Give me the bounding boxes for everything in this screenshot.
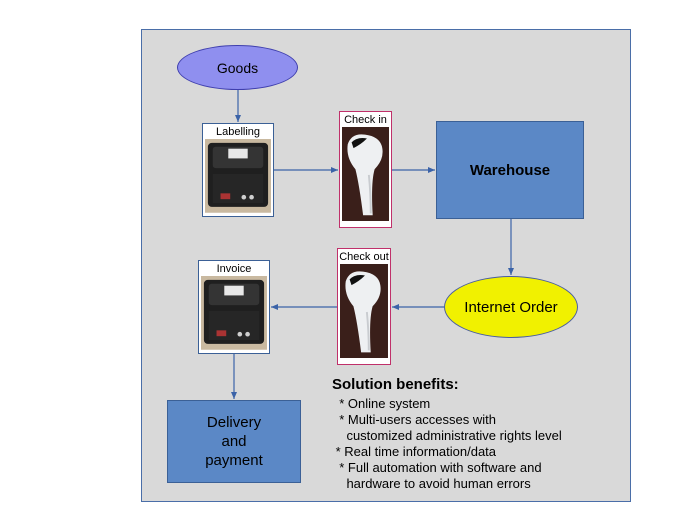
benefits-title: Solution benefits: (332, 376, 459, 393)
check-in-node: Check in (339, 111, 392, 228)
barcode-scanner-icon (342, 127, 389, 221)
goods-node: Goods (177, 45, 298, 90)
barcode-scanner-icon (340, 264, 388, 359)
invoice-label: Invoice (216, 263, 252, 275)
delivery-label-line: payment (205, 452, 263, 469)
warehouse-label: Warehouse (469, 161, 551, 179)
delivery-node: Delivery and payment (167, 400, 301, 483)
benefit-line: * Multi-users accesses with (332, 412, 496, 427)
receipt-printer-icon (205, 139, 271, 213)
benefit-line: * Real time information/data (332, 444, 497, 459)
delivery-label-line: and (221, 433, 247, 450)
delivery-label-line: Delivery (206, 414, 262, 431)
benefit-line: hardware to avoid human errors (332, 476, 531, 491)
check-in-label: Check in (344, 114, 387, 126)
check-out-node: Check out (337, 248, 391, 365)
internet-order-label: Internet Order (464, 298, 558, 316)
benefit-line: * Full automation with software and (332, 460, 542, 475)
labelling-label: Labelling (215, 126, 261, 138)
warehouse-node: Warehouse (436, 121, 584, 219)
labelling-node: Labelling (202, 123, 274, 217)
solution-benefits: Solution benefits: * Online system * Mul… (332, 376, 622, 492)
check-out-label: Check out (339, 251, 389, 263)
internet-order-node: Internet Order (444, 276, 578, 338)
goods-label: Goods (216, 59, 259, 76)
benefit-line: * Online system (332, 396, 431, 411)
receipt-printer-icon (201, 276, 267, 350)
invoice-node: Invoice (198, 260, 270, 354)
benefit-line: customized administrative rights level (332, 428, 562, 443)
